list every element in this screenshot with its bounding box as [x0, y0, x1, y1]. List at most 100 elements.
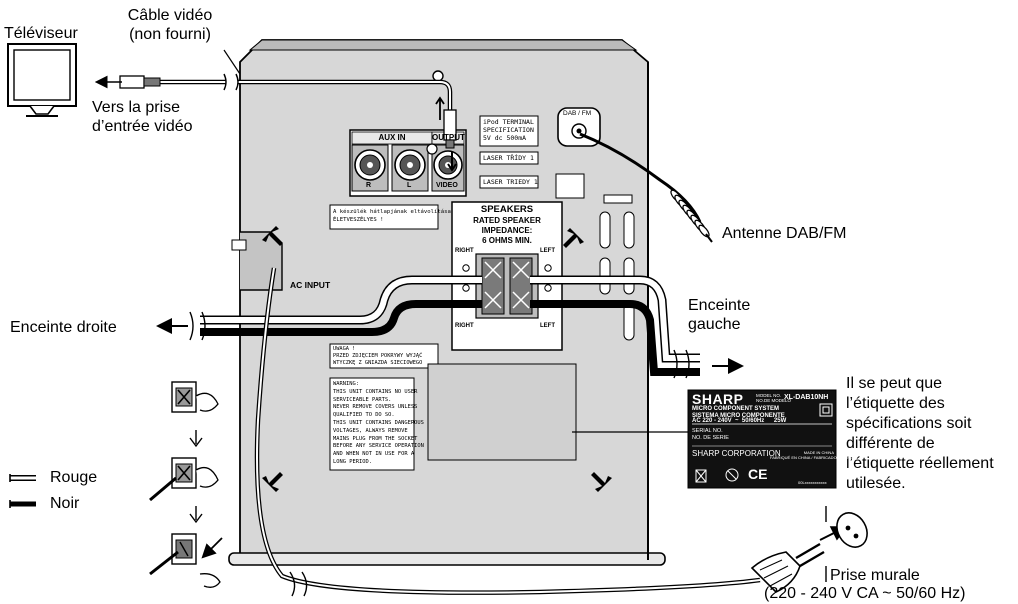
laser-label-2: LASER TRIEDY 1 — [483, 178, 538, 186]
spec-power-frequency: 50/60Hz — [741, 418, 765, 424]
spec-serial: SERIAL NO. NO. DE SERIE — [692, 428, 729, 441]
spec-note-line-6: utilesée. — [846, 475, 906, 492]
speakers-title: SPEAKERS — [480, 204, 534, 215]
ipod-spec-3: 5V dc 500mA — [483, 134, 527, 142]
spec-system-line-2: SISTEMA MICRO COMPONENTE — [692, 413, 785, 419]
english-warning-line-8: MAINS PLUG FROM THE SOCKET — [333, 435, 418, 442]
aux-in-label: AUX IN — [378, 133, 406, 142]
jack-r-label: R — [366, 182, 372, 189]
right-speaker-label: Enceinte droite — [10, 319, 117, 336]
terminal-step-3 — [149, 533, 223, 588]
wall-outlet-spec: (220 - 240 V CA ~ 50/60 Hz) — [764, 585, 966, 602]
mains-plug — [750, 526, 848, 593]
panel-arrows — [262, 226, 612, 492]
spec-system: MICRO COMPONENT SYSTEM SISTEMA MICRO COM… — [692, 406, 785, 420]
spec-note-line-5: l’étiquette réellement — [846, 455, 994, 472]
hungarian-warning-1: A készülék hátlapjának eltávolítása — [333, 209, 451, 215]
english-warning-line-1: WARNING: — [333, 381, 359, 387]
english-warning-line-2: THIS UNIT CONTAINS NO USER — [333, 388, 418, 395]
english-warning: WARNING: THIS UNIT CONTAINS NO USER SERV… — [333, 381, 424, 467]
video-cable-label: Câble vidéo (non fourni) — [100, 6, 240, 44]
english-warning-line-10: AND WHEN NOT IN USE FOR A — [333, 451, 415, 458]
terminal-right-top: RIGHT — [455, 248, 474, 254]
spec-serial-line-2: NO. DE SERIE — [692, 434, 729, 441]
wall-outlet — [825, 506, 868, 582]
spec-model-tag-2: NO.DE MODELO — [756, 398, 792, 403]
output-label: OUTPUT — [432, 133, 465, 142]
spec-serial-line-1: SERIAL NO. — [692, 428, 723, 434]
left-speaker-line-1: Enceinte — [688, 297, 751, 314]
jack-aux-r — [351, 144, 389, 192]
hungarian-warning-2: ÉLETVESZÉLYES ! — [333, 217, 384, 223]
to-video-input-label: Vers la prise d’entrée vidéo — [92, 98, 193, 136]
jack-aux-l — [391, 144, 429, 192]
power-cord — [254, 267, 761, 597]
dab-fm-label: DAB / FM — [563, 110, 592, 117]
video-cable-label-line-1: Câble vidéo — [127, 7, 213, 24]
speaker-wire-black — [200, 300, 700, 376]
english-warning-line-4: NEVER REMOVE COVERS UNLESS — [333, 404, 418, 411]
legend-red-wire — [9, 474, 36, 482]
laser-label-1: LASER TŘÍDY 1 — [483, 154, 534, 162]
ac-input-label: AC INPUT — [290, 280, 331, 290]
spec-note-line-3: spécifications soit — [846, 415, 972, 432]
terminal-left-top: LEFT — [540, 248, 555, 254]
ipod-spec-2: SPECIFICATION — [483, 126, 534, 134]
spec-note-line-4: différente de — [846, 435, 935, 452]
polish-warning: UWAGA ! PRZED ZDJĘCIEM POKRYWY WYJĄĆ WTY… — [333, 346, 422, 367]
legend-black-wire — [9, 500, 36, 508]
left-speaker-line-2: gauche — [688, 316, 741, 333]
english-warning-line-5: QUALIFIED TO DO SO. — [333, 412, 395, 419]
ipod-spec-1: iPod TERMINAL — [483, 118, 534, 126]
spec-made-in: MADE IN CHINA FABRIQUÉ EN CHINA / FABRIC… — [770, 450, 857, 460]
ac-tilde-icon: ~ — [733, 418, 741, 424]
to-video-input-line-1: Vers la prise — [92, 99, 181, 116]
polish-warning-line-2: PRZED ZDJĘCIEM POKRYWY WYJĄĆ — [333, 353, 423, 359]
spec-note: Il se peut que l’étiquette des spécifica… — [846, 374, 994, 494]
terminal-step-2 — [149, 457, 219, 502]
wall-outlet-label: Prise murale — [830, 567, 920, 584]
antenna-label: Antenne DAB/FM — [722, 225, 847, 242]
tv-label: Téléviseur — [4, 25, 78, 42]
television — [7, 43, 77, 117]
rated-impedance: RATED SPEAKER IMPEDANCE: 6 OHMS MIN. — [452, 216, 562, 246]
rated-impedance-line-2: IMPEDANCE: — [481, 226, 533, 235]
video-cable — [94, 49, 457, 172]
spec-made-in-1: MADE IN CHINA — [803, 450, 834, 455]
spec-power-watts: 25W — [773, 418, 787, 424]
legend-red-label: Rouge — [50, 469, 98, 486]
polish-warning-line-1: UWAGA ! — [333, 346, 356, 352]
left-speaker-label: Enceinte gauche — [688, 296, 750, 334]
spec-ce-mark: CE — [748, 466, 768, 482]
spec-corporation: SHARP CORPORATION — [692, 449, 781, 458]
spec-label — [572, 389, 837, 489]
polish-warning-line-3: WTYCZKĘ Z GNIAZDA SIECIOWEGO — [333, 360, 423, 366]
rated-impedance-line-1: RATED SPEAKER — [473, 216, 541, 225]
jack-video-label: VIDEO — [436, 182, 458, 189]
spec-note-line-2: l’étiquette des — [846, 395, 945, 412]
rated-impedance-line-3: 6 OHMS MIN. — [482, 236, 532, 245]
english-warning-line-11: LONG PERIOD. — [333, 458, 372, 465]
to-video-input-line-2: d’entrée vidéo — [92, 118, 193, 135]
spec-note-line-1: Il se peut que — [846, 375, 943, 392]
jack-l-label: L — [407, 182, 412, 189]
legend-black-label: Noir — [50, 495, 80, 512]
speaker-wire-white — [200, 275, 700, 363]
terminal-step-1 — [171, 381, 219, 413]
spec-system-line-1: MICRO COMPONENT SYSTEM — [692, 406, 780, 412]
terminal-right-bottom: RIGHT — [455, 323, 474, 329]
spec-brand: SHARP — [692, 391, 744, 407]
spec-model-tag-1: MODEL NO. — [756, 393, 782, 398]
video-cable-label-line-2: (non fourni) — [129, 26, 211, 43]
spec-power-voltage: AC 220 - 240V — [692, 418, 732, 424]
terminal-left-bottom: LEFT — [540, 323, 555, 329]
english-warning-line-3: SERVICEABLE PARTS. — [333, 396, 392, 403]
spec-made-in-2: FABRIQUÉ EN CHINA / FABRICADO EN CHINA — [770, 455, 857, 460]
english-warning-line-9: BEFORE ANY SERVICE OPERATION — [333, 443, 424, 450]
spec-power: AC 220 - 240V ~ 50/60Hz 25W — [692, 418, 786, 424]
spec-serial-code: 00Lxxxxxxxxxxx — [798, 480, 827, 485]
wire-break-marks — [189, 311, 690, 379]
english-warning-line-6: THIS UNIT CONTAINS DANGEROUS — [333, 419, 424, 426]
